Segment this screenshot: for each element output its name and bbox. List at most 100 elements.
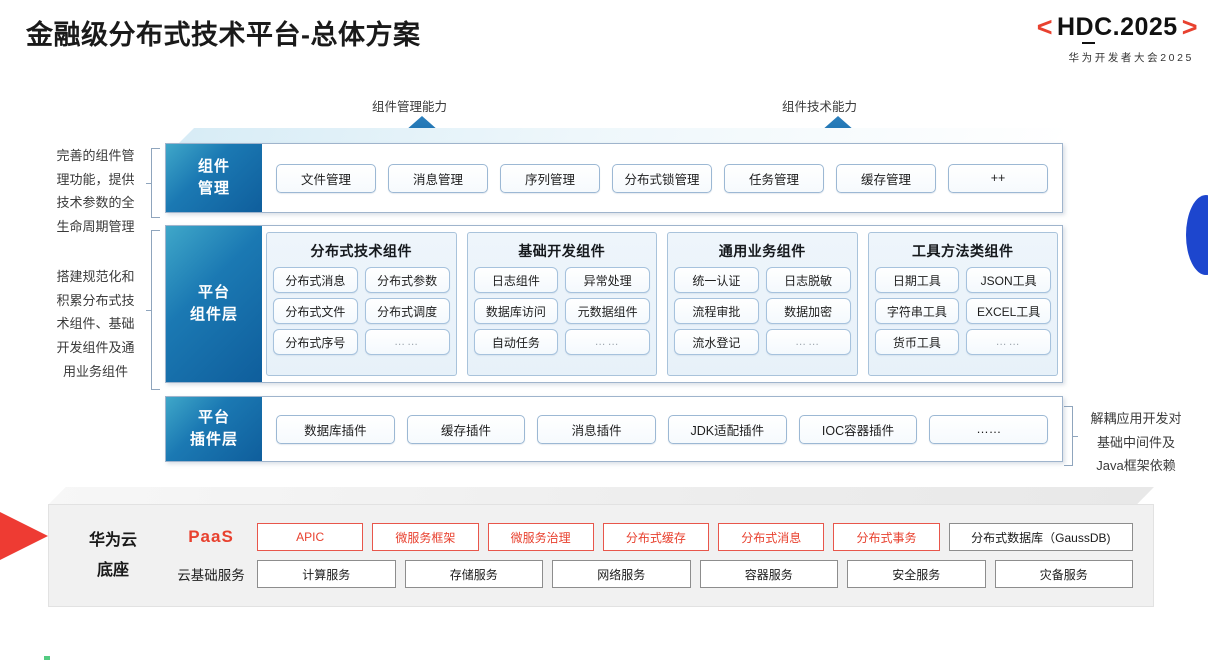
base-cell-container-service[interactable]: 容器服务: [699, 560, 838, 588]
component-group-distributed-tech: 分布式技术组件 分布式消息 分布式参数 分布式文件 分布式调度 分布式序号 ……: [266, 232, 457, 376]
gchip-transaction-record[interactable]: 流水登记: [674, 329, 759, 355]
chip-add-more[interactable]: ++: [948, 163, 1048, 193]
base-cell-microservice-framework[interactable]: 微服务框架: [372, 523, 479, 551]
huawei-cloud-base-panel: 华为云 底座 PaaS APIC 微服务框架 微服务治理 分布式缓存 分布式消息…: [48, 504, 1154, 607]
annotation-right: 解耦应用开发对 基础中间件及 Java框架依赖: [1090, 411, 1182, 474]
chip-cache-management[interactable]: 缓存管理: [836, 163, 936, 193]
gchip-distributed-more[interactable]: ……: [364, 329, 450, 355]
base-cells-paas: APIC 微服务框架 微服务治理 分布式缓存 分布式消息 分布式事务 分布式数据…: [257, 523, 1134, 551]
layer-component-management: 组件 管理 文件管理 消息管理 序列管理 分布式锁管理 任务管理 缓存管理 ++: [165, 143, 1063, 213]
base-row-paas: PaaS APIC 微服务框架 微服务治理 分布式缓存 分布式消息 分布式事务 …: [165, 523, 1134, 551]
base-row-label-cloud-services: 云基础服务: [177, 568, 245, 583]
group-grid-tool-methods: 日期工具 JSON工具 字符串工具 EXCEL工具 货币工具 ……: [874, 267, 1051, 355]
angle-bracket-right-icon: >: [1181, 12, 1198, 42]
base-cell-security-service[interactable]: 安全服务: [847, 560, 986, 588]
group-title-basic-dev: 基础开发组件: [518, 243, 606, 259]
bracket-right: [1064, 406, 1078, 466]
hdc-logo-text: HDC.2025: [1056, 13, 1178, 44]
chip-distributed-lock-management[interactable]: 分布式锁管理: [612, 163, 712, 193]
base-cell-microservice-governance[interactable]: 微服务治理: [487, 523, 594, 551]
gchip-excel-tool[interactable]: EXCEL工具: [966, 298, 1051, 324]
base-cell-storage-service[interactable]: 存储服务: [404, 560, 543, 588]
gchip-exception-handling[interactable]: 异常处理: [565, 267, 650, 293]
hdc-logo-main: < HDC.2025 >: [1036, 12, 1198, 44]
chip-jdk-adapter-plugin[interactable]: JDK适配插件: [668, 414, 787, 444]
layer-platform-plugin: 平台 插件层 数据库插件 缓存插件 消息插件 JDK适配插件 IOC容器插件 ……: [165, 396, 1063, 462]
group-title-tool-methods: 工具方法类组件: [912, 243, 1014, 259]
chip-plugin-more[interactable]: ……: [929, 414, 1049, 444]
gchip-distributed-message[interactable]: 分布式消息: [273, 267, 358, 293]
chip-sequence-management[interactable]: 序列管理: [500, 163, 600, 193]
component-group-basic-dev: 基础开发组件 日志组件 异常处理 数据库访问 元数据组件 自动任务 ……: [466, 232, 657, 376]
gchip-distributed-file[interactable]: 分布式文件: [273, 298, 358, 324]
base-cell-distributed-transaction[interactable]: 分布式事务: [833, 523, 940, 551]
base-cell-distributed-database[interactable]: 分布式数据库（GaussDB): [948, 523, 1134, 551]
chip-ioc-container-plugin[interactable]: IOC容器插件: [798, 414, 918, 444]
chip-cache-plugin[interactable]: 缓存插件: [406, 414, 526, 444]
base-cell-compute-service[interactable]: 计算服务: [257, 560, 396, 588]
platform-stack: 组件 管理 文件管理 消息管理 序列管理 分布式锁管理 任务管理 缓存管理 ++…: [165, 143, 1063, 481]
group-title-general-business: 通用业务组件: [718, 243, 806, 259]
base-cell-distributed-message[interactable]: 分布式消息: [718, 523, 825, 551]
group-grid-basic-dev: 日志组件 异常处理 数据库访问 元数据组件 自动任务 ……: [473, 267, 650, 355]
gchip-unified-auth[interactable]: 统一认证: [674, 267, 759, 293]
gchip-process-approval[interactable]: 流程审批: [674, 298, 759, 324]
group-title-distributed-tech: 分布式技术组件: [310, 243, 412, 259]
gchip-distributed-scheduling[interactable]: 分布式调度: [364, 298, 450, 324]
base-cell-apic[interactable]: APIC: [257, 523, 364, 551]
chip-task-management[interactable]: 任务管理: [724, 163, 824, 193]
hdc-logo-label: HDC.2025: [1056, 13, 1178, 41]
gchip-distributed-sequence[interactable]: 分布式序号: [273, 329, 358, 355]
base-cell-network-service[interactable]: 网络服务: [552, 560, 691, 588]
page-title: 金融级分布式技术平台-总体方案: [26, 20, 421, 50]
component-group-container: 分布式技术组件 分布式消息 分布式参数 分布式文件 分布式调度 分布式序号 ………: [262, 226, 1062, 382]
gchip-database-access[interactable]: 数据库访问: [473, 298, 559, 324]
stack-top-face: [178, 128, 1068, 144]
group-grid-distributed-tech: 分布式消息 分布式参数 分布式文件 分布式调度 分布式序号 ……: [273, 267, 450, 355]
blue-arc-decoration: [1186, 195, 1208, 275]
hdc-logo: < HDC.2025 > 华为开发者大会2025: [1037, 14, 1198, 65]
base-cell-disaster-recovery-service[interactable]: 灾备服务: [994, 560, 1133, 588]
layer-platform-component: 平台 组件层 分布式技术组件 分布式消息 分布式参数 分布式文件 分布式调度 分…: [165, 225, 1063, 383]
gchip-distributed-parameter[interactable]: 分布式参数: [364, 267, 450, 293]
chip-message-management[interactable]: 消息管理: [388, 163, 488, 193]
arrow-label-technology: 组件技术能力: [782, 100, 858, 114]
chip-file-management[interactable]: 文件管理: [276, 163, 376, 193]
base-cell-distributed-cache[interactable]: 分布式缓存: [602, 523, 710, 551]
red-wedge-decoration: [0, 498, 48, 574]
arrow-label-management: 组件管理能力: [372, 100, 448, 114]
gchip-general-business-more[interactable]: ……: [765, 329, 851, 355]
base-rows: PaaS APIC 微服务框架 微服务治理 分布式缓存 分布式消息 分布式事务 …: [165, 523, 1153, 588]
hdc-logo-subtitle: 华为开发者大会2025: [1068, 52, 1194, 64]
gchip-tool-methods-more[interactable]: ……: [966, 329, 1051, 355]
layer-body-platform-plugin: 数据库插件 缓存插件 消息插件 JDK适配插件 IOC容器插件 ……: [262, 397, 1062, 461]
gchip-string-tool[interactable]: 字符串工具: [874, 298, 960, 324]
annotation-left-bottom: 搭建规范化和 积累分布式技 术组件、基础 开发组件及通 用业务组件: [56, 269, 135, 379]
angle-bracket-left-icon: <: [1036, 12, 1053, 42]
gchip-json-tool[interactable]: JSON工具: [966, 267, 1051, 293]
green-tick-decoration: [44, 656, 50, 660]
gchip-log-masking[interactable]: 日志脱敏: [765, 267, 851, 293]
hdc-underline-mark: [1081, 42, 1095, 44]
base-row-label-paas: PaaS: [188, 527, 234, 546]
gchip-metadata-component[interactable]: 元数据组件: [565, 298, 650, 324]
base-row-cloud-services: 云基础服务 计算服务 存储服务 网络服务 容器服务 安全服务 灾备服务: [165, 560, 1133, 588]
base-label-huawei-cloud: 华为云 底座: [88, 531, 137, 579]
bracket-left-top: [146, 148, 160, 218]
annotation-left-top: 完善的组件管 理功能，提供 技术参数的全 生命周期管理: [56, 148, 135, 234]
chip-message-plugin[interactable]: 消息插件: [537, 414, 657, 444]
layer-label-platform-plugin: 平台 插件层: [166, 397, 262, 461]
gchip-basic-dev-more[interactable]: ……: [565, 329, 650, 355]
gchip-date-tool[interactable]: 日期工具: [874, 267, 960, 293]
gchip-log-component[interactable]: 日志组件: [473, 267, 559, 293]
gchip-data-encryption[interactable]: 数据加密: [765, 298, 851, 324]
component-group-general-business: 通用业务组件 统一认证 日志脱敏 流程审批 数据加密 流水登记 ……: [667, 232, 858, 376]
chip-database-plugin[interactable]: 数据库插件: [276, 414, 395, 444]
layer-body-component-management: 文件管理 消息管理 序列管理 分布式锁管理 任务管理 缓存管理 ++: [262, 144, 1062, 212]
gchip-auto-task[interactable]: 自动任务: [473, 329, 559, 355]
base-top-face: [48, 487, 1154, 505]
layer-label-component-management: 组件 管理: [166, 144, 262, 212]
base-cells-cloud-services: 计算服务 存储服务 网络服务 容器服务 安全服务 灾备服务: [257, 560, 1133, 588]
gchip-currency-tool[interactable]: 货币工具: [874, 329, 960, 355]
